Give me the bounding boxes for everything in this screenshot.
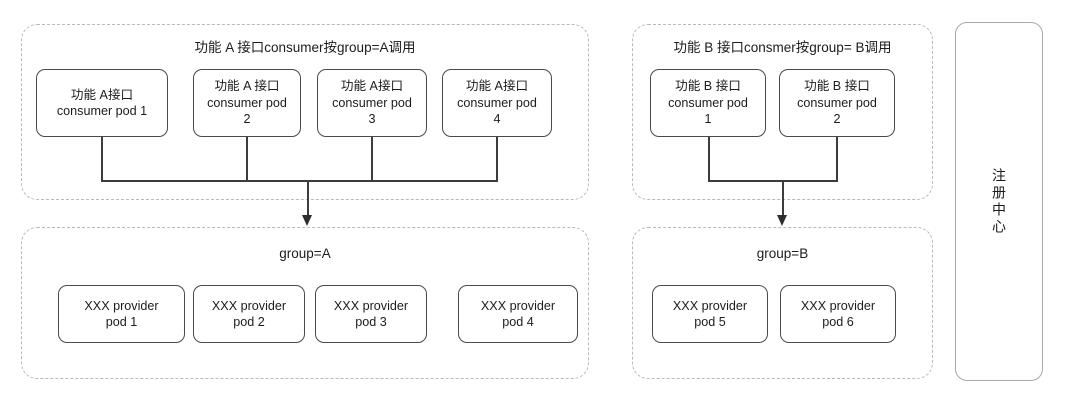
connector-a-stem bbox=[307, 180, 309, 218]
zone-provider-a-title: group=A bbox=[279, 246, 331, 261]
connector-b-bus bbox=[708, 180, 838, 182]
arrow-a-to-provider bbox=[302, 215, 313, 226]
pod-consumer-a-2[interactable]: 功能 A 接口 consumer pod 2 bbox=[193, 69, 301, 137]
arrow-b-to-provider bbox=[777, 215, 788, 226]
pod-consumer-b-2[interactable]: 功能 B 接口 consumer pod 2 bbox=[779, 69, 895, 137]
zone-consumer-group-a: 功能 A 接口consumer按group=A调用 bbox=[21, 24, 589, 200]
registry-center-label: 注册中心 bbox=[991, 167, 1007, 236]
connector-b-pod2-drop bbox=[836, 137, 838, 181]
zone-provider-group-b: group=B bbox=[632, 227, 933, 379]
connector-a-pod4-drop bbox=[496, 137, 498, 181]
connector-a-pod3-drop bbox=[371, 137, 373, 181]
zone-provider-group-a: group=A bbox=[21, 227, 589, 379]
connector-a-pod2-drop bbox=[246, 137, 248, 181]
pod-provider-b-1[interactable]: XXX provider pod 5 bbox=[652, 285, 768, 343]
connector-a-pod1-drop bbox=[101, 137, 103, 181]
pod-provider-a-3[interactable]: XXX provider pod 3 bbox=[315, 285, 427, 343]
pod-consumer-a-1[interactable]: 功能 A接口 consumer pod 1 bbox=[36, 69, 168, 137]
pod-consumer-a-3[interactable]: 功能 A接口 consumer pod 3 bbox=[317, 69, 427, 137]
pod-provider-a-2[interactable]: XXX provider pod 2 bbox=[193, 285, 305, 343]
pod-provider-a-1[interactable]: XXX provider pod 1 bbox=[58, 285, 185, 343]
zone-consumer-a-title: 功能 A 接口consumer按group=A调用 bbox=[194, 40, 416, 55]
connector-a-bus bbox=[101, 180, 498, 182]
zone-consumer-b-title: 功能 B 接口consmer按group= B调用 bbox=[673, 40, 892, 55]
pod-provider-b-2[interactable]: XXX provider pod 6 bbox=[780, 285, 896, 343]
pod-provider-a-4[interactable]: XXX provider pod 4 bbox=[458, 285, 578, 343]
pod-consumer-a-4[interactable]: 功能 A接口 consumer pod 4 bbox=[442, 69, 552, 137]
pod-consumer-b-1[interactable]: 功能 B 接口 consumer pod 1 bbox=[650, 69, 766, 137]
zone-provider-b-title: group=B bbox=[756, 246, 809, 261]
registry-center-box[interactable]: 注册中心 bbox=[955, 22, 1043, 381]
connector-b-stem bbox=[782, 180, 784, 218]
connector-b-pod1-drop bbox=[708, 137, 710, 181]
